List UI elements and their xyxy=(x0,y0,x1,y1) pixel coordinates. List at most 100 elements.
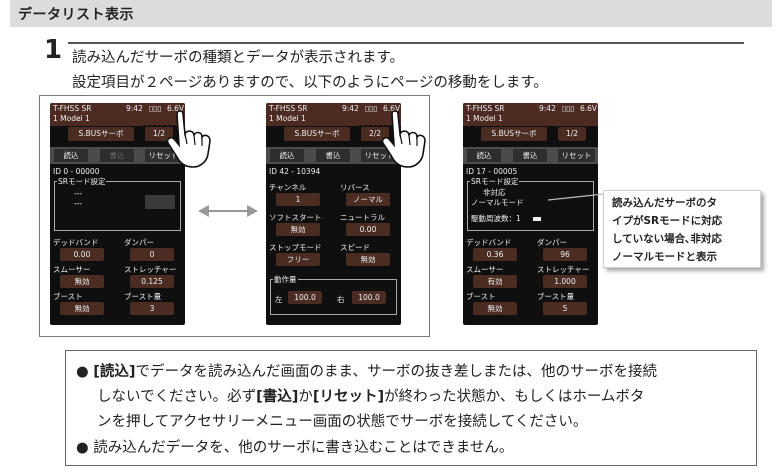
reverse-value[interactable]: ノーマル xyxy=(346,193,390,206)
frequency-bar xyxy=(533,217,541,221)
clock: 9:42 xyxy=(126,104,143,113)
battery-icon: ▯▯▯ xyxy=(365,104,378,113)
servo-type-chip: S.BUSサーボ xyxy=(68,127,134,141)
highlight-box xyxy=(143,125,176,144)
servo-type-chip: S.BUSサーボ xyxy=(481,127,547,141)
page-indicator[interactable]: 2/2 xyxy=(361,127,389,141)
screen-non-supported: T-FHSS SR 9:42 ▯▯▯ 6.6V 1 Model 1 S.BUSサ… xyxy=(463,103,598,325)
screen-header xyxy=(266,103,401,126)
voltage: 6.6V xyxy=(580,104,598,113)
note-1-line-1: ● [読込]でデータを読み込んだ画面のまま、サーボの抜き差しまたは、他のサーボを… xyxy=(76,364,657,380)
read-ref: [読込] xyxy=(93,364,136,380)
voltage: 6.6V xyxy=(383,104,401,113)
write-button[interactable]: 書込 xyxy=(316,149,350,162)
smoother-label: スムーサー xyxy=(466,265,504,274)
normal-mode-label: ノーマルモード xyxy=(471,198,524,207)
right-value[interactable]: 100.0 xyxy=(352,291,386,304)
battery-icon: ▯▯▯ xyxy=(562,104,575,113)
servo-type-chip: S.BUSサーボ xyxy=(284,127,350,141)
pointing-hand-icon xyxy=(378,108,430,170)
callout-line-1: 読み込んだサーボのタ xyxy=(612,197,717,209)
reset-button[interactable]: リセット xyxy=(145,149,182,162)
clock: 9:42 xyxy=(539,104,556,113)
stretcher-label: ストレッチャー xyxy=(537,265,590,274)
speed-value[interactable]: 無効 xyxy=(346,253,390,266)
boost-label: ブースト xyxy=(53,292,83,301)
right-label: 右 xyxy=(337,295,345,304)
stretcher-value[interactable]: 0.125 xyxy=(130,275,174,288)
smoother-value[interactable]: 無効 xyxy=(60,275,104,288)
callout-line-4: ノーマルモードと表示 xyxy=(612,251,717,263)
stretcher-value[interactable]: 1.000 xyxy=(543,275,587,288)
sr-mode-frame xyxy=(467,181,594,231)
boost-value[interactable]: 無効 xyxy=(60,302,104,315)
notes-box xyxy=(65,350,757,466)
boost-value[interactable]: 無効 xyxy=(473,302,517,315)
sr-mode-title: SRモード設定 xyxy=(470,177,520,186)
read-button[interactable]: 読込 xyxy=(54,149,88,162)
write-button[interactable]: 書込 xyxy=(513,149,547,162)
stop-mode-value[interactable]: フリー xyxy=(276,253,320,266)
soft-start-label: ソフトスタート xyxy=(269,213,322,222)
neutral-label: ニュートラル xyxy=(340,213,385,222)
sr-value-2: --- xyxy=(74,199,83,208)
reset-ref: [リセット] xyxy=(312,389,385,405)
servo-id: ID 0 - 00000 xyxy=(53,167,100,176)
non-supported-label: 非対応 xyxy=(483,188,506,197)
deadband-value[interactable]: 0.00 xyxy=(60,248,104,261)
figure-frame xyxy=(39,95,430,337)
damper-label: ダンパー xyxy=(537,238,567,247)
stretcher-label: ストレッチャー xyxy=(124,265,177,274)
reverse-label: リバース xyxy=(340,183,370,192)
double-arrow-icon xyxy=(198,205,258,217)
system-label: T-FHSS SR xyxy=(53,104,92,113)
boost-amount-value[interactable]: 5 xyxy=(543,302,587,315)
boost-amount-value[interactable]: 3 xyxy=(130,302,174,315)
travel-title: 動作量 xyxy=(273,275,298,284)
step-number: 1 xyxy=(44,35,63,65)
travel-frame xyxy=(270,279,397,315)
soft-start-value[interactable]: 無効 xyxy=(276,223,320,236)
left-label: 左 xyxy=(275,295,283,304)
speed-label: スピード xyxy=(340,243,370,252)
callout-pointer xyxy=(548,193,605,201)
deadband-label: デッドバンド xyxy=(466,238,512,247)
step-text-2: 設定項目が２ページありますので、以下のようにページの移動をします。 xyxy=(72,75,548,91)
read-button[interactable]: 読込 xyxy=(467,149,501,162)
write-ref: [書込] xyxy=(256,389,299,405)
damper-value[interactable]: 96 xyxy=(543,248,587,261)
section-header-bar xyxy=(10,0,772,27)
callout-box: 読み込んだサーボのタ イプがSRモードに対応 していない場合､非対応 ノーマルモ… xyxy=(603,190,761,268)
page-indicator[interactable]: 1/2 xyxy=(558,127,586,141)
channel-value[interactable]: 1 xyxy=(276,193,320,206)
write-button[interactable]: 書込 xyxy=(100,149,134,162)
callout-line-2: イプがSRモードに対応 xyxy=(612,215,723,227)
damper-value[interactable]: 0 xyxy=(130,248,174,261)
page-indicator[interactable]: 1/2 xyxy=(145,127,173,141)
deadband-value[interactable]: 0.36 xyxy=(473,248,517,261)
boost-amount-label: ブースト量 xyxy=(124,292,162,301)
highlight-box xyxy=(359,125,392,144)
note-2: ● 読み込んだデータを、他のサーボに書き込むことはできません。 xyxy=(76,440,514,456)
step-rule xyxy=(68,42,744,44)
system-label: T-FHSS SR xyxy=(269,104,308,113)
neutral-value[interactable]: 0.00 xyxy=(346,223,390,236)
reset-button[interactable]: リセット xyxy=(558,149,595,162)
channel-label: チャンネル xyxy=(269,183,307,192)
callout-line-3: していない場合､非対応 xyxy=(612,233,722,245)
smoother-value[interactable]: 有効 xyxy=(473,275,517,288)
boost-amount-label: ブースト量 xyxy=(537,292,575,301)
read-button[interactable]: 読込 xyxy=(270,149,304,162)
drive-frequency: 駆動周波数：1 xyxy=(471,214,521,223)
note-1-line-3: ンを押してアクセサリーメニュー画面の状態でサーボを接続してください。 xyxy=(97,414,588,430)
model-name: 1 Model 1 xyxy=(269,114,306,123)
battery-icon: ▯▯▯ xyxy=(149,104,162,113)
model-name: 1 Model 1 xyxy=(53,114,90,123)
stop-mode-label: ストップモード xyxy=(269,243,322,252)
left-value[interactable]: 100.0 xyxy=(288,291,322,304)
deadband-label: デッドバンド xyxy=(53,238,99,247)
servo-id: ID 42 - 10394 xyxy=(269,167,321,176)
clock: 9:42 xyxy=(342,104,359,113)
bullet-icon: ● xyxy=(76,364,89,380)
screen-page-1: T-FHSS SR 9:42 ▯▯▯ 6.6V 1 Model 1 S.BUSサ… xyxy=(50,103,185,325)
